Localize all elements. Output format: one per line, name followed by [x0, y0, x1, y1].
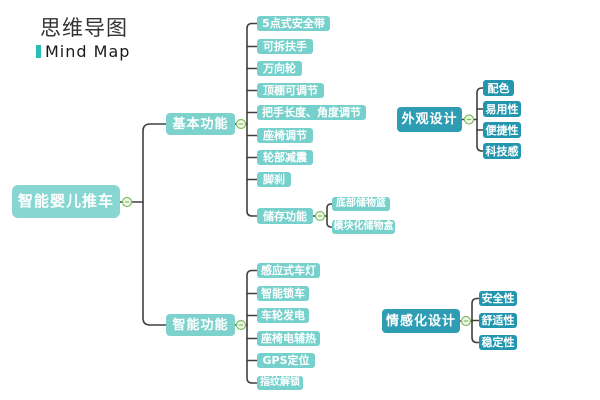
collapse-icon[interactable] — [235, 118, 247, 130]
design-leaf-node[interactable]: 易用性 — [483, 101, 521, 117]
leaf-node[interactable]: 智能锁车 — [257, 286, 309, 301]
subtitle-row: Mind Map — [36, 42, 130, 61]
collapse-icon[interactable] — [463, 114, 475, 125]
leaf-node[interactable]: 万向轮 — [257, 61, 302, 76]
leaf-node[interactable]: 感应式车灯 — [257, 263, 320, 278]
sub-leaf-node[interactable]: 模块化储物盒 — [332, 220, 395, 234]
leaf-node[interactable]: GPS定位 — [257, 353, 315, 368]
collapse-icon[interactable] — [460, 315, 472, 327]
connector-path — [142, 123, 167, 326]
leaf-node[interactable]: 指纹解锁 — [257, 376, 303, 390]
leaf-node[interactable]: 顶棚可调节 — [257, 83, 324, 98]
leaf-node[interactable]: 脚刹 — [257, 172, 291, 187]
branch-node[interactable]: 智能功能 — [166, 314, 235, 336]
leaf-node[interactable]: 储存功能 — [257, 208, 313, 224]
connector-path — [326, 203, 333, 228]
page-subtitle: Mind Map — [45, 42, 131, 61]
design-leaf-node[interactable]: 舒适性 — [479, 313, 517, 328]
leaf-node[interactable]: 可拆扶手 — [257, 39, 313, 54]
collapse-icon[interactable] — [314, 210, 326, 222]
connector-path — [476, 87, 484, 152]
leaf-node[interactable]: 座椅电辅热 — [257, 331, 320, 346]
design-leaf-node[interactable]: 安全性 — [479, 291, 517, 306]
collapse-icon[interactable] — [121, 196, 133, 208]
root-node[interactable]: 智能婴儿推车 — [12, 185, 120, 218]
leaf-node[interactable]: 轮部减震 — [257, 150, 313, 165]
branch-node[interactable]: 基本功能 — [166, 113, 235, 135]
design-leaf-node[interactable]: 科技感 — [483, 143, 521, 159]
design-node[interactable]: 情感化设计 — [382, 309, 460, 333]
sub-leaf-node[interactable]: 底部储物篮 — [332, 197, 390, 211]
connector-path — [246, 269, 258, 384]
leaf-node[interactable]: 座椅调节 — [257, 128, 313, 143]
leaf-node[interactable]: 5点式安全带 — [257, 16, 330, 31]
design-leaf-node[interactable]: 配色 — [483, 80, 514, 96]
leaf-node[interactable]: 车轮发电 — [257, 308, 309, 323]
design-leaf-node[interactable]: 便捷性 — [483, 122, 521, 138]
design-node[interactable]: 外观设计 — [397, 107, 462, 132]
title-accent-bar — [36, 45, 41, 58]
leaf-node[interactable]: 把手长度、角度调节 — [257, 105, 366, 120]
collapse-icon[interactable] — [235, 319, 247, 331]
connector-path — [246, 22, 258, 217]
page-title: 思维导图 — [40, 16, 128, 40]
design-leaf-node[interactable]: 稳定性 — [479, 335, 517, 350]
